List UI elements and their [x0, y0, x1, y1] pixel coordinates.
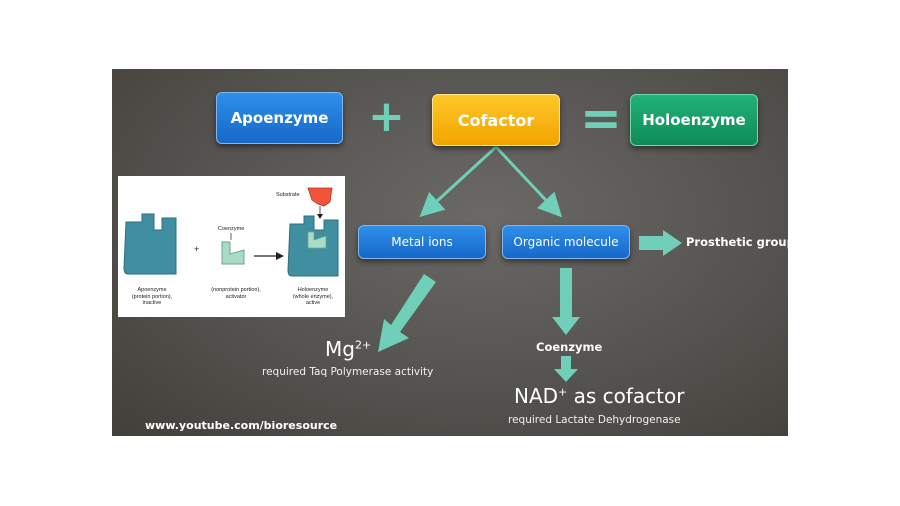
inset-coenzyme-label: Coenzyme — [218, 226, 245, 232]
coenzyme-label: Coenzyme — [536, 340, 603, 354]
nad-heading: NAD+ as cofactor — [514, 384, 684, 408]
mg-description: required Taq Polymerase activity — [262, 366, 434, 378]
watermark: www.youtube.com/bioresource — [145, 419, 338, 432]
inset-arrowhead — [276, 252, 284, 260]
nad-description: required Lactate Dehydrogenase — [508, 414, 681, 426]
slide: Apoenzyme + Cofactor = Holoenzyme Metal … — [112, 69, 788, 436]
coenzyme-shape — [221, 241, 245, 265]
apoenzyme-label: Apoenzyme — [230, 109, 329, 127]
arrow-organic-to-prosthetic — [639, 230, 682, 256]
inset-apoenzyme-caption-line-2: (protein portion), — [131, 293, 173, 300]
metal-ions-box: Metal ions — [358, 225, 486, 259]
holoenzyme-coenzyme-shape — [307, 231, 327, 249]
arrow-cofactor-to-organic — [494, 145, 563, 218]
holoenzyme-box: Holoenzyme — [630, 94, 758, 146]
arrow-coenzyme-to-nad — [554, 356, 578, 382]
inset-substrate-arrowhead — [317, 214, 323, 219]
arrow-metal-to-mg — [378, 274, 436, 352]
inset-nonprotein-caption-line-1: (nonprotein portion), — [211, 287, 261, 293]
organic-molecule-label: Organic molecule — [513, 235, 619, 249]
mg-superscript: 2+ — [354, 338, 372, 352]
inset-substrate-label: Substrate — [276, 192, 300, 198]
prosthetic-group-label: Prosthetic group — [686, 235, 788, 249]
inset-nonprotein-caption: (nonprotein portion), activator — [204, 287, 268, 300]
inset-nonprotein-caption-line-2: activator — [225, 293, 247, 300]
inset-plus: + — [194, 244, 199, 254]
mg-base: Mg — [325, 337, 355, 361]
cofactor-label: Cofactor — [457, 110, 535, 130]
holoenzyme-label: Holoenzyme — [642, 111, 746, 129]
inset-holoenzyme-caption: Holoenzyme (whole enzyme), active — [284, 287, 342, 307]
apoenzyme-shape — [123, 213, 177, 275]
nad-base: NAD — [514, 384, 559, 408]
arrow-cofactor-to-metal — [419, 145, 498, 218]
inset-holoenzyme-caption-line-3: active — [305, 300, 321, 307]
enzyme-figure-inset: + Substrate Coenzyme Apoenzyme (protein … — [118, 176, 345, 317]
apoenzyme-box: Apoenzyme — [216, 92, 343, 144]
substrate-shape — [307, 187, 333, 207]
metal-ions-label: Metal ions — [391, 235, 453, 249]
mg-heading: Mg2+ — [325, 337, 371, 361]
nad-rest: as cofactor — [567, 384, 685, 408]
equals-sign: = — [580, 89, 622, 147]
arrow-organic-to-coenzyme — [552, 268, 580, 335]
cofactor-box: Cofactor — [432, 94, 560, 146]
inset-apoenzyme-caption-line-3: inactive — [142, 300, 162, 307]
inset-apoenzyme-caption-line-1: Apoenzyme — [137, 287, 167, 293]
arrows-layer — [378, 145, 682, 382]
plus-sign: + — [368, 91, 405, 142]
nad-superscript: + — [558, 385, 568, 399]
inset-holoenzyme-caption-line-2: (whole enzyme), — [292, 293, 334, 300]
enzyme-figure-graphics: + — [123, 187, 339, 277]
inset-apoenzyme-caption: Apoenzyme (protein portion), inactive — [124, 287, 180, 307]
inset-holoenzyme-caption-line-1: Holoenzyme — [297, 287, 329, 293]
organic-molecule-box: Organic molecule — [502, 225, 630, 259]
